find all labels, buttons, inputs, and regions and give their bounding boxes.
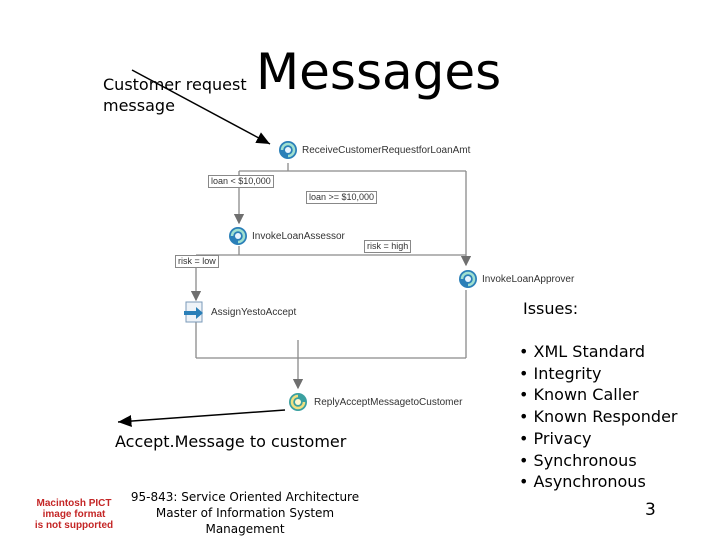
annotation-line-1: Customer request xyxy=(103,75,247,94)
assign-node-label: AssignYestoAccept xyxy=(211,307,297,318)
assign-activity-icon xyxy=(184,301,203,323)
slide-title: Messages xyxy=(256,43,502,101)
issue-item: Known Caller xyxy=(519,384,678,406)
footer-line-1: 95-843: Service Oriented Architecture xyxy=(130,490,360,504)
issue-item: Known Responder xyxy=(519,406,678,428)
issue-item: Integrity xyxy=(519,363,678,385)
receive-activity-icon xyxy=(279,141,297,159)
pict-line-1: Macintosh PICT xyxy=(36,498,112,509)
pict-line-2: image format xyxy=(42,509,106,520)
slide-footer: 95-843: Service Oriented Architecture Ma… xyxy=(110,489,380,537)
customer-request-arrow xyxy=(131,69,271,145)
condition-loan-high: loan >= $10,000 xyxy=(306,191,378,204)
slide-number: 3 xyxy=(645,500,656,520)
invoke-assessor-label: InvokeLoanAssessor xyxy=(252,231,345,242)
receive-node-label: ReceiveCustomerRequestforLoanAmt xyxy=(302,145,471,156)
issue-item: Privacy xyxy=(519,428,678,450)
issue-item: Asynchronous xyxy=(519,471,678,493)
invoke-approver-icon xyxy=(459,270,477,288)
footer-line-3: Management xyxy=(205,522,285,536)
issues-list: XML Standard Integrity Known Caller Know… xyxy=(519,341,678,493)
issue-item: Synchronous xyxy=(519,450,678,472)
invoke-assessor-icon xyxy=(229,227,247,245)
pict-line-3: is not supported xyxy=(34,520,114,531)
issues-heading: Issues: xyxy=(523,299,579,318)
reply-activity-icon xyxy=(289,393,307,411)
issue-item: XML Standard xyxy=(519,341,678,363)
annotation-line-2: message xyxy=(103,96,175,115)
condition-loan-low: loan < $10,000 xyxy=(208,175,274,188)
invoke-approver-label: InvokeLoanApprover xyxy=(482,274,575,285)
unsupported-image-placeholder: Macintosh PICT image format is not suppo… xyxy=(28,498,120,531)
accept-message-annotation: Accept.Message to customer xyxy=(115,432,347,451)
customer-request-annotation: Customer request message xyxy=(103,74,247,116)
reply-node-label: ReplyAcceptMessagetoCustomer xyxy=(314,397,463,408)
condition-risk-low: risk = low xyxy=(175,255,219,268)
condition-risk-high: risk = high xyxy=(364,240,412,253)
flow-lines xyxy=(190,163,472,390)
accept-message-arrow xyxy=(117,409,286,428)
footer-line-2: Master of Information System xyxy=(155,506,335,520)
